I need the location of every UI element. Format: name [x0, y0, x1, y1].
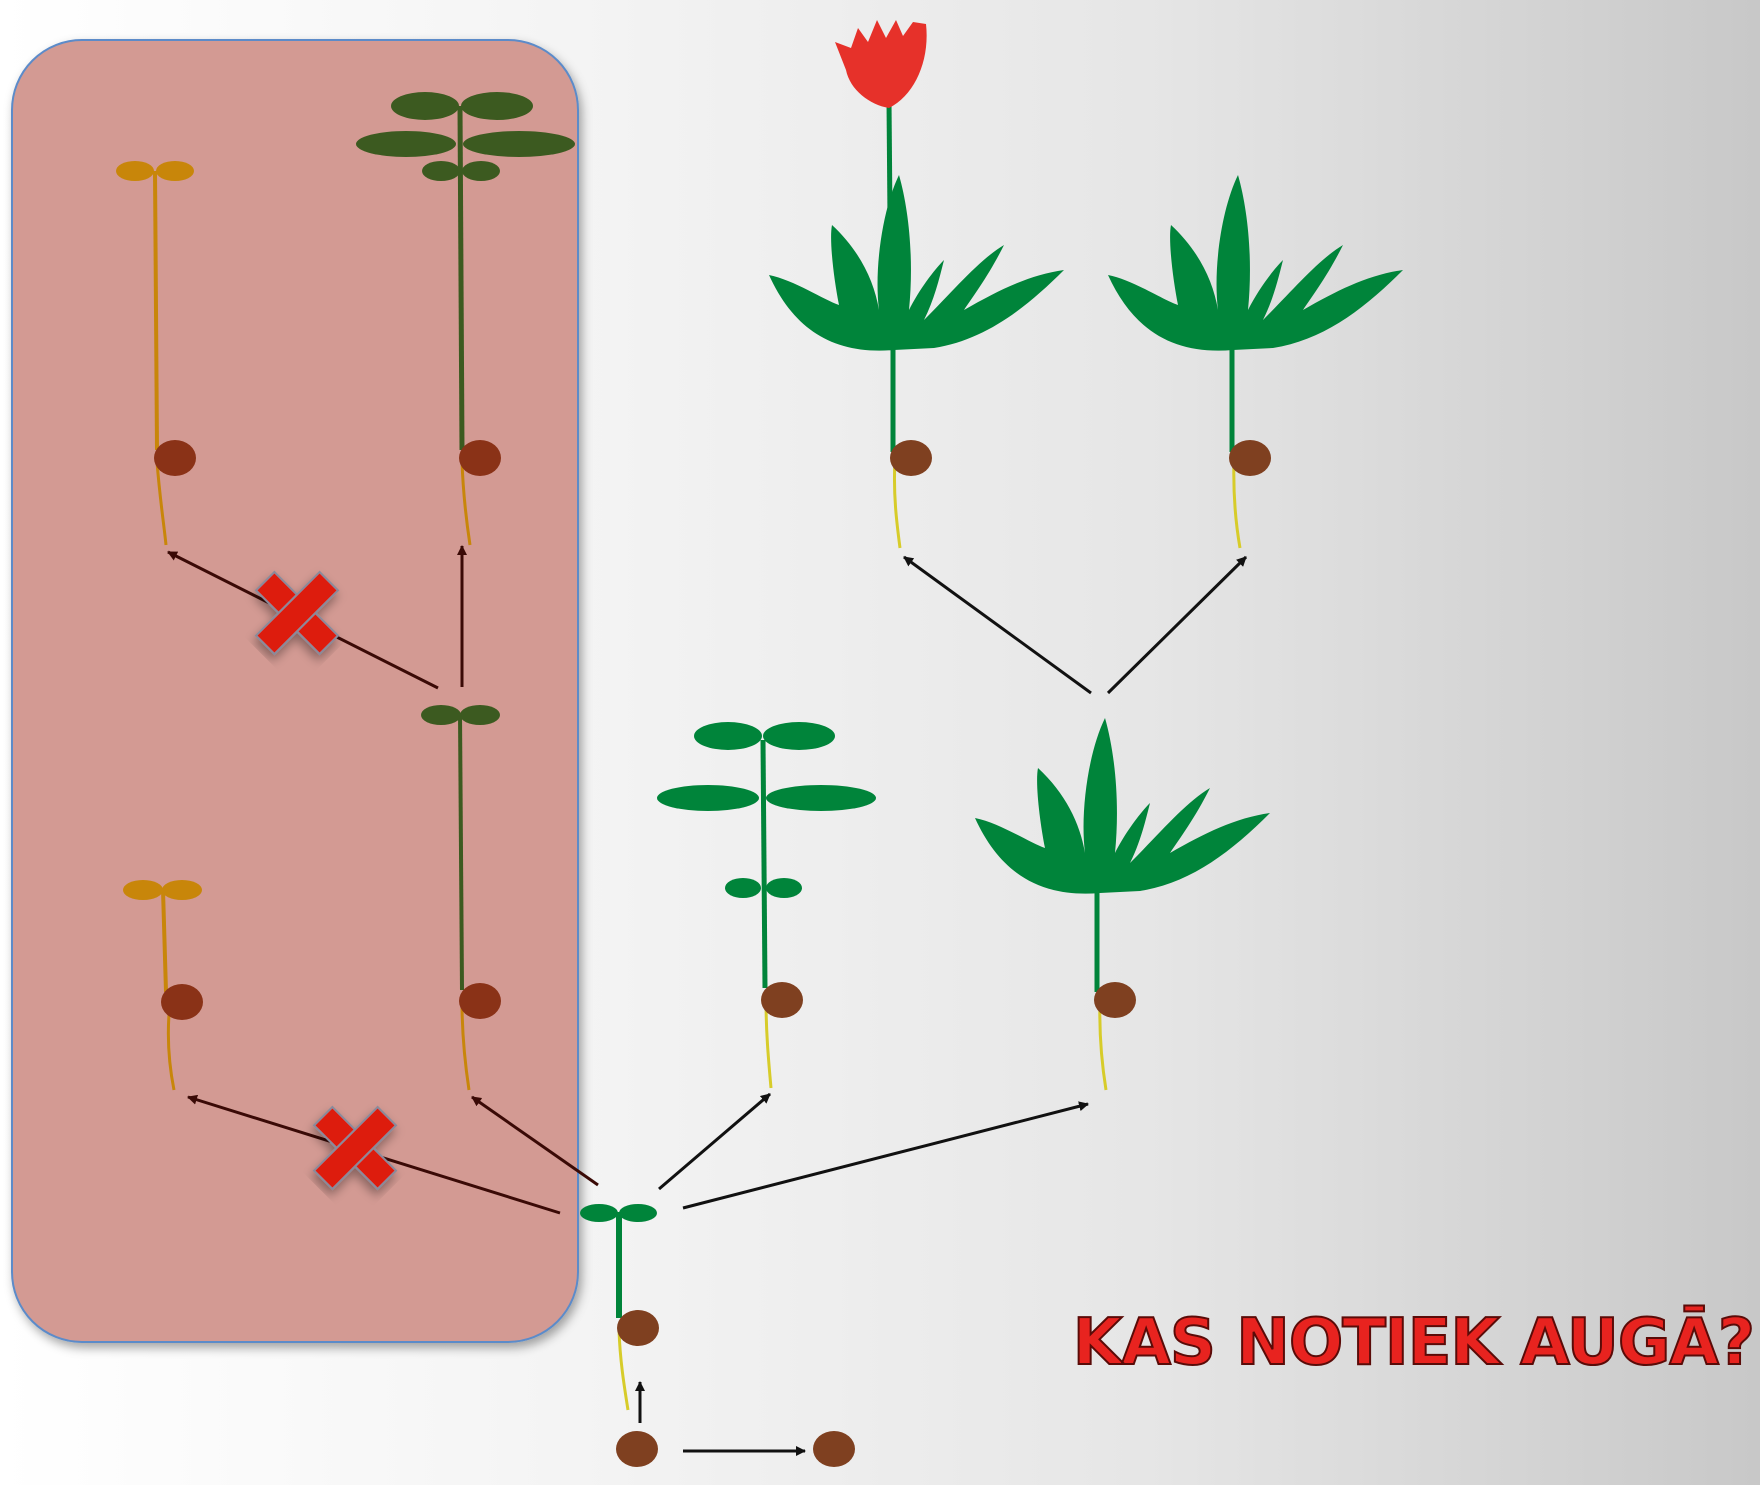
seedling-etiolated-low: [123, 880, 203, 1091]
plant-rosette-low: [975, 718, 1270, 1091]
cross-icon: [254, 570, 340, 656]
seedling-normal-low: [657, 722, 876, 1089]
arrow-to-normal-low: [658, 1092, 771, 1191]
question-title: KAS NOTIEK AUGĀ?: [1072, 1305, 1756, 1381]
arrow-to-rosette-low: [682, 1101, 1089, 1210]
arrow-rosette-to-rosette: [1106, 555, 1248, 695]
cross-icon: [312, 1105, 398, 1191]
seedling-dark-low: [421, 705, 501, 1091]
flower-icon: [835, 20, 927, 108]
plant-rosette-high: [1108, 175, 1403, 549]
seedling-etiolated-high: [116, 161, 196, 546]
seed-second: [813, 1431, 855, 1467]
seedling-center: [580, 1204, 659, 1411]
highlight-box: [11, 39, 579, 1343]
seed-start: [616, 1431, 658, 1467]
seedling-dark-high: [356, 92, 575, 546]
arrow-to-dark-low: [471, 1095, 599, 1187]
plant-flowering: [769, 20, 1064, 549]
arrow-rosette-to-flowering: [903, 555, 1092, 695]
